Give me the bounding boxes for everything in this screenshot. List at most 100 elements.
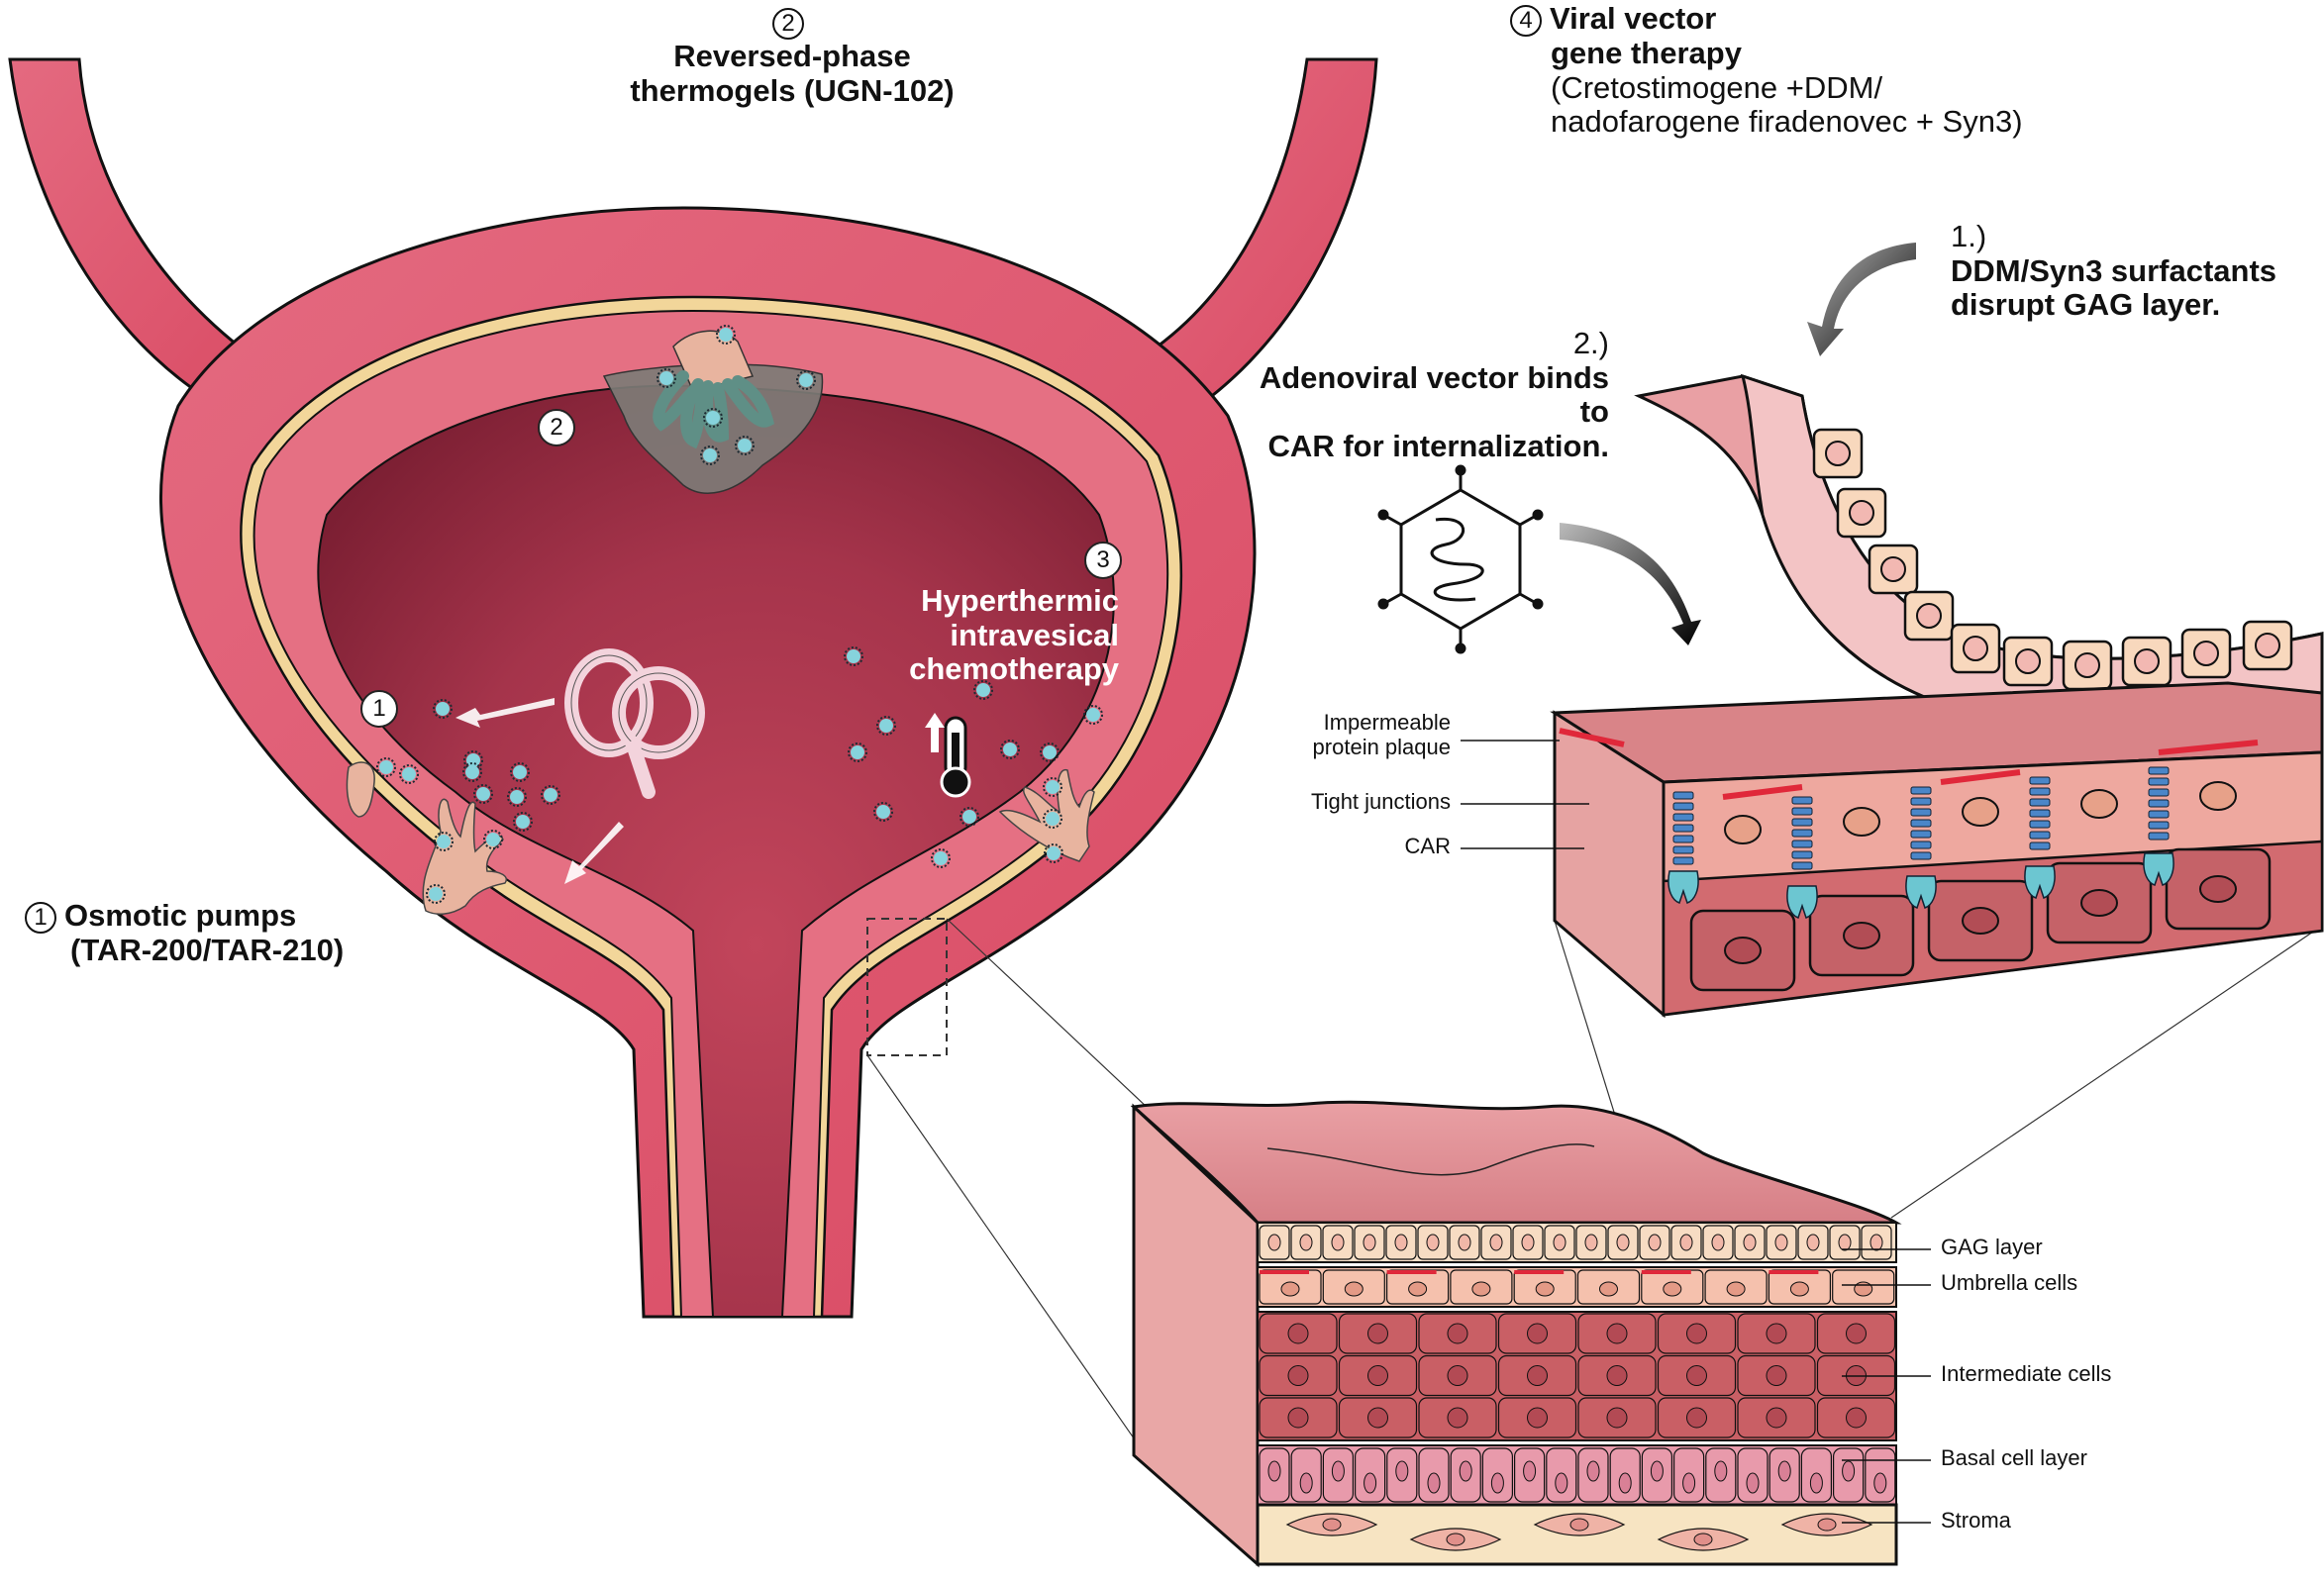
tight-junction [2148, 766, 2170, 775]
protein-plaque [1386, 1270, 1437, 1274]
drug-particle [931, 848, 951, 868]
tight-junction [2029, 842, 2051, 850]
zoom-region-box [866, 918, 948, 1056]
drug-particle [848, 742, 867, 762]
drug-particle [513, 812, 533, 832]
tight-junction [1791, 861, 1813, 870]
thermogel-label: 2 Reversed-phase thermogels (UGN-102) [630, 7, 955, 108]
release-arrow-down [564, 822, 624, 884]
protein-plaque [1940, 769, 2021, 785]
drug-particle [844, 646, 863, 666]
drug-particle [1043, 809, 1062, 829]
osmotic-pump-device [564, 648, 705, 799]
tight-junction [1910, 797, 1932, 806]
drug-particle [483, 830, 503, 849]
tight-junction [1672, 824, 1694, 833]
drug-particle [873, 802, 893, 822]
thermometer-icon [925, 713, 971, 798]
tight-junction [1672, 845, 1694, 854]
protein-plaque [1559, 728, 1625, 747]
tissue-block [1130, 1100, 1902, 1568]
callout-protein-plaque: Impermeable protein plaque [1312, 710, 1451, 759]
drug-particle [735, 436, 755, 455]
drug-particle [1043, 777, 1062, 797]
tight-junction [2029, 809, 2051, 818]
callout-stroma: Stroma [1941, 1508, 2011, 1533]
drug-particle [1000, 740, 1020, 759]
tight-junction [2148, 777, 2170, 786]
tight-junction [2148, 799, 2170, 808]
car-receptor [1786, 885, 1818, 919]
tight-junction [2029, 787, 2051, 796]
car-receptor [1667, 870, 1699, 904]
umbrella-cell-nucleus [2199, 781, 2237, 811]
number-circle: 1 [25, 901, 56, 934]
callout-basal-cell-layer: Basal cell layer [1941, 1445, 2087, 1470]
tight-junction [1791, 807, 1813, 816]
tight-junction [1910, 841, 1932, 849]
thermogel-blob [602, 330, 824, 494]
drug-particle [1040, 742, 1060, 762]
callout-intermediate-cells: Intermediate cells [1941, 1361, 2112, 1386]
step1-label: 1.) DDM/Syn3 surfactants disrupt GAG lay… [1951, 219, 2277, 323]
drug-particle [510, 762, 530, 782]
drug-particle [700, 446, 720, 465]
drug-particle [507, 787, 527, 807]
car-receptor [2024, 865, 2056, 899]
umbrella-cell-nucleus [1724, 815, 1762, 844]
drug-particle [973, 680, 993, 700]
protein-plaque [1514, 1270, 1565, 1274]
release-arrow-left [455, 698, 555, 728]
tight-junction [1791, 818, 1813, 827]
tight-junction [1672, 835, 1694, 843]
surfactant-arrow [1807, 243, 1916, 356]
tight-junction [2029, 798, 2051, 807]
tight-junction [2148, 821, 2170, 830]
tight-junction [1910, 851, 1932, 860]
badge-1: 1 [360, 690, 398, 728]
protein-plaque [2158, 740, 2259, 755]
protein-plaque [1641, 1270, 1691, 1274]
drug-particle [703, 408, 723, 428]
drug-particle [716, 325, 736, 345]
drug-particle [462, 762, 482, 782]
tight-junction [1791, 840, 1813, 848]
drug-particle [433, 699, 453, 719]
protein-plaque [1260, 1270, 1309, 1274]
callout-car: CAR [1404, 834, 1451, 858]
umbrella-cell-nucleus [2080, 789, 2118, 819]
umbrella-cell-nucleus [1843, 807, 1880, 837]
drug-particle [1044, 843, 1063, 863]
tight-junction [2148, 832, 2170, 841]
protein-plaque [1722, 784, 1803, 800]
drug-particle [960, 807, 979, 827]
tight-junction [1672, 856, 1694, 865]
umbrella-cell-nucleus [1962, 797, 1999, 827]
callout-tight-junctions: Tight junctions [1310, 789, 1451, 814]
tight-junction [2029, 831, 2051, 840]
badge-2: 2 [538, 409, 575, 446]
drug-particle [463, 750, 483, 770]
step2-label: 2.) Adenoviral vector binds to CAR for i… [1259, 326, 1609, 464]
layer-callout-lines [1842, 1248, 1931, 1524]
drug-particles [376, 325, 1103, 904]
tight-junction [1791, 829, 1813, 838]
adenovirus-icon [1377, 464, 1544, 654]
tight-junction [2029, 776, 2051, 785]
tight-junction [1672, 813, 1694, 822]
tight-junction [1910, 786, 1932, 795]
car-receptor [2143, 852, 2174, 886]
badge-3: 3 [1084, 542, 1122, 579]
drug-particle [876, 716, 896, 736]
drug-particle [376, 757, 396, 777]
car-receptor [1905, 875, 1937, 909]
drug-particle [473, 784, 493, 804]
tight-junction [1791, 796, 1813, 805]
drug-particle [541, 785, 560, 805]
drug-particle [399, 764, 419, 784]
tumor-left-large [422, 798, 507, 916]
epithelium-panel [1461, 373, 2324, 1019]
drug-particle [1083, 705, 1103, 725]
